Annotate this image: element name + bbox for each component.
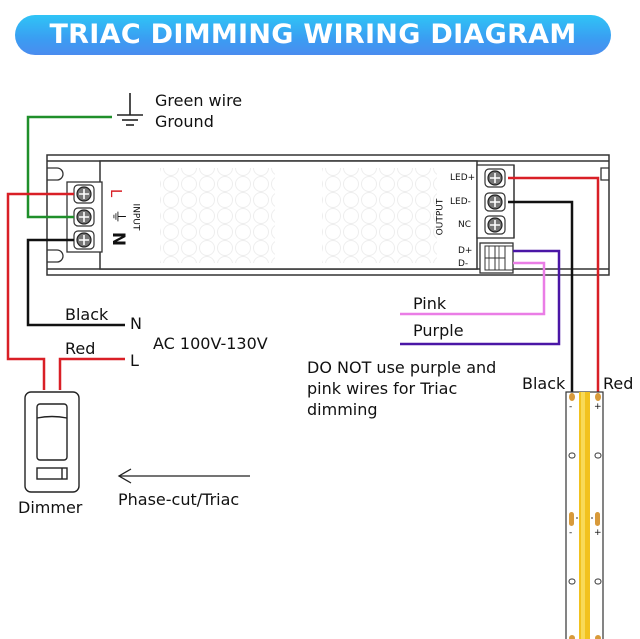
purple-dim-wire xyxy=(400,249,561,346)
screw-icon xyxy=(484,168,506,188)
ac-n-letter: N xyxy=(130,314,142,333)
black-wire-label: Black xyxy=(65,305,109,324)
input-label: INPUT xyxy=(130,203,141,231)
input-terminal-n: N xyxy=(108,231,129,247)
vent-grille xyxy=(160,168,275,263)
led-driver xyxy=(46,154,610,276)
red-live-wire-from-dimmer xyxy=(58,357,125,390)
ac-voltage-label: AC 100V-130V xyxy=(153,334,268,353)
dimmer-switch-icon xyxy=(24,391,80,493)
vent-grille xyxy=(322,168,437,263)
output-terminal-led-plus: LED+ xyxy=(450,173,476,183)
output-label: OUTPUT xyxy=(435,198,446,236)
ground-icon xyxy=(117,93,143,126)
output-terminal-led-minus: LED- xyxy=(450,197,471,207)
mount-tab xyxy=(47,249,64,263)
black-led-minus-wire xyxy=(508,200,574,392)
arrow-left-icon xyxy=(117,468,250,484)
ac-l-letter: L xyxy=(130,351,139,370)
solder-pads xyxy=(569,393,601,639)
screw-icon xyxy=(484,192,506,212)
mount-tab xyxy=(47,167,64,181)
dim-connector-icon xyxy=(484,245,514,271)
pink-dim-wire xyxy=(400,261,546,316)
dim-terminal-d-minus: D- xyxy=(458,259,469,269)
black-neutral-wire xyxy=(26,238,125,327)
screw-icon xyxy=(73,184,95,204)
warning-line-2: pink wires for Triac xyxy=(307,379,458,398)
purple-wire-label: Purple xyxy=(413,321,464,340)
led-chips xyxy=(568,452,602,585)
warning-line-1: DO NOT use purple and xyxy=(307,358,497,377)
screw-icon xyxy=(73,230,95,250)
led-black-label: Black xyxy=(522,374,566,393)
terminal-screws xyxy=(73,168,506,250)
screw-icon xyxy=(73,207,95,227)
led-plus-sign: + xyxy=(594,402,602,412)
pink-wire-label: Pink xyxy=(413,294,447,313)
title-banner: TRIAC DIMMING WIRING DIAGRAM xyxy=(15,15,611,55)
red-wire-label: Red xyxy=(65,339,96,358)
warning-line-3: dimming xyxy=(307,400,378,419)
input-terminal-l: L xyxy=(107,188,126,198)
ground-label-line2: Ground xyxy=(155,112,214,131)
led-red-label: Red xyxy=(603,374,634,393)
phase-cut-label: Phase-cut/Triac xyxy=(118,490,240,509)
led-minus-sign: - xyxy=(569,528,573,538)
green-ground-wire xyxy=(26,115,112,219)
led-strip xyxy=(565,391,604,639)
red-led-plus-wire xyxy=(508,176,600,392)
output-terminal-nc: NC xyxy=(458,220,472,230)
diagram-title: TRIAC DIMMING WIRING DIAGRAM xyxy=(49,19,577,50)
red-live-wire-to-dimmer xyxy=(6,192,74,390)
input-terminal-ground: ⏚ xyxy=(110,208,129,225)
led-plus-sign: + xyxy=(594,528,602,538)
dimmer-label: Dimmer xyxy=(18,498,83,517)
led-minus-sign: - xyxy=(569,402,573,412)
ground-label-line1: Green wire xyxy=(155,91,243,110)
screw-icon xyxy=(484,215,506,235)
dim-terminal-d-plus: D+ xyxy=(458,246,473,256)
